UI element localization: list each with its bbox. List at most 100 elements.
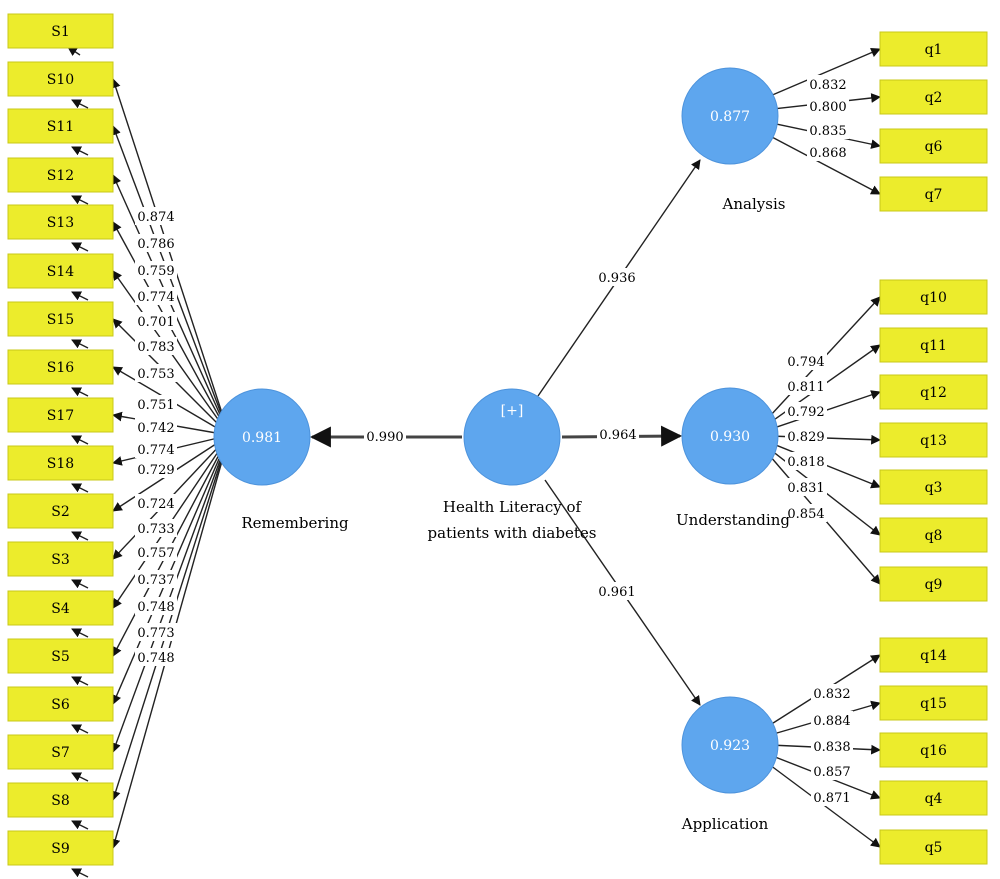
indicator-s7-label: S7 (51, 745, 70, 761)
construct-analysis-value: 0.877 (710, 109, 750, 125)
indicator-q16-label: q16 (920, 743, 947, 759)
indicator-q2-rect (879, 79, 988, 115)
loading-remembering-13: 0.733 (137, 522, 174, 537)
indicator-q16[interactable]: q16 (879, 732, 988, 768)
indicator-s4-rect (7, 590, 114, 626)
loading-application-q4-bg (811, 762, 853, 780)
loading-remembering-4-bg (135, 287, 177, 305)
indicator-q7[interactable]: q7 (879, 176, 988, 212)
indicator-q2[interactable]: q2 (879, 79, 988, 115)
indicator-q10[interactable]: q10 (879, 279, 988, 315)
construct-health-literacy[interactable]: [+] (463, 388, 561, 486)
indicator-q6[interactable]: q6 (879, 128, 988, 164)
indicator-q5-label: q5 (925, 840, 943, 856)
loading-remembering-1: 0.874 (137, 210, 174, 225)
indicator-s8[interactable]: S8 (7, 782, 114, 818)
indicator-s15[interactable]: S15 (7, 301, 114, 337)
indicator-s1-label: S1 (51, 24, 70, 40)
indicator-q1[interactable]: q1 (879, 31, 988, 67)
indicator-q4[interactable]: q4 (879, 780, 988, 816)
loading-remembering-14: 0.757 (137, 546, 174, 561)
loading-remembering-11: 0.729 (137, 463, 174, 478)
loading-understanding-q3-bg (785, 452, 827, 470)
indicator-q3-label: q3 (925, 480, 943, 496)
loading-analysis-q7-bg (807, 143, 849, 161)
loading-remembering-15: 0.737 (137, 573, 174, 588)
indicator-q13[interactable]: q13 (879, 422, 988, 458)
indicator-s17[interactable]: S17 (7, 397, 114, 433)
loading-application-q16: 0.838 (813, 740, 850, 755)
loading-analysis-q6-bg (807, 121, 849, 139)
construct-analysis[interactable]: 0.877 (681, 67, 779, 165)
construct-remembering-shape (213, 388, 311, 486)
indicator-s12[interactable]: S12 (7, 157, 114, 193)
indicator-s10[interactable]: S10 (7, 61, 114, 97)
loading-understanding-q9-bg (785, 504, 827, 522)
construct-remembering[interactable]: 0.981 (213, 388, 311, 486)
edge-tick-s3 (71, 579, 89, 589)
indicator-q14[interactable]: q14 (879, 637, 988, 673)
indicator-q2-label: q2 (925, 90, 943, 106)
indicator-s11[interactable]: S11 (7, 108, 114, 144)
indicator-q8[interactable]: q8 (879, 517, 988, 553)
indicator-s3-label: S3 (51, 552, 70, 568)
label-analysis: Analysis (722, 195, 786, 213)
indicator-q15[interactable]: q15 (879, 685, 988, 721)
indicator-s9-label: S9 (51, 841, 70, 857)
indicator-q12[interactable]: q12 (879, 374, 988, 410)
indicator-s4[interactable]: S4 (7, 590, 114, 626)
loading-remembering-3: 0.759 (137, 264, 174, 279)
indicator-s1[interactable]: S1 (7, 13, 114, 49)
edge-tick-s10 (71, 99, 89, 109)
indicator-q1-rect (879, 31, 988, 67)
indicator-s16[interactable]: S16 (7, 349, 114, 385)
path-understanding-value: 0.964 (599, 428, 636, 443)
loading-remembering-4: 0.774 (137, 290, 174, 305)
indicator-s18[interactable]: S18 (7, 445, 114, 481)
indicator-q9-label: q9 (925, 577, 943, 593)
construct-understanding-value: 0.930 (710, 429, 750, 445)
indicator-s2[interactable]: S2 (7, 493, 114, 529)
indicator-s13[interactable]: S13 (7, 204, 114, 240)
indicator-q11[interactable]: q11 (879, 327, 988, 363)
construct-application[interactable]: 0.923 (681, 696, 779, 794)
indicator-q9[interactable]: q9 (879, 566, 988, 602)
indicator-s7[interactable]: S7 (7, 734, 114, 770)
indicator-s9[interactable]: S9 (7, 830, 114, 866)
loading-understanding-q8-bg (785, 478, 827, 496)
path-application-value-bg (596, 582, 638, 600)
construct-understanding[interactable]: 0.930 (681, 387, 779, 485)
loading-understanding-q9: 0.854 (787, 507, 824, 522)
loading-remembering-8: 0.751 (137, 398, 174, 413)
indicator-s5-rect (7, 638, 114, 674)
label-central-line2: patients with diabetes (428, 524, 597, 542)
indicator-s13-rect (7, 204, 114, 240)
indicator-s6-rect (7, 686, 114, 722)
loading-remembering-13-bg (135, 519, 177, 537)
edge-tick-s16 (71, 387, 89, 397)
loading-remembering-7: 0.753 (137, 367, 174, 382)
edge-tick-s7 (71, 772, 89, 782)
edge-tick-s9 (71, 868, 89, 878)
indicator-s6-label: S6 (51, 697, 70, 713)
indicator-s14[interactable]: S14 (7, 253, 114, 289)
indicator-q3[interactable]: q3 (879, 469, 988, 505)
indicator-q6-rect (879, 128, 988, 164)
indicator-s3[interactable]: S3 (7, 541, 114, 577)
construct-application-shape (681, 696, 779, 794)
edge-tick-s2 (71, 531, 89, 541)
indicator-s2-label: S2 (51, 504, 70, 520)
indicator-s6[interactable]: S6 (7, 686, 114, 722)
loading-analysis-q6: 0.835 (809, 124, 846, 139)
loading-understanding-q10: 0.794 (787, 355, 824, 370)
loading-remembering-6-bg (135, 337, 177, 355)
indicator-s5[interactable]: S5 (7, 638, 114, 674)
indicator-s1-rect (7, 13, 114, 49)
indicator-q14-label: q14 (920, 648, 947, 664)
indicator-q5[interactable]: q5 (879, 829, 988, 865)
indicator-s17-rect (7, 397, 114, 433)
label-application: Application (681, 815, 769, 833)
edge-tick-s18 (71, 483, 89, 493)
loading-remembering-2: 0.786 (137, 237, 174, 252)
